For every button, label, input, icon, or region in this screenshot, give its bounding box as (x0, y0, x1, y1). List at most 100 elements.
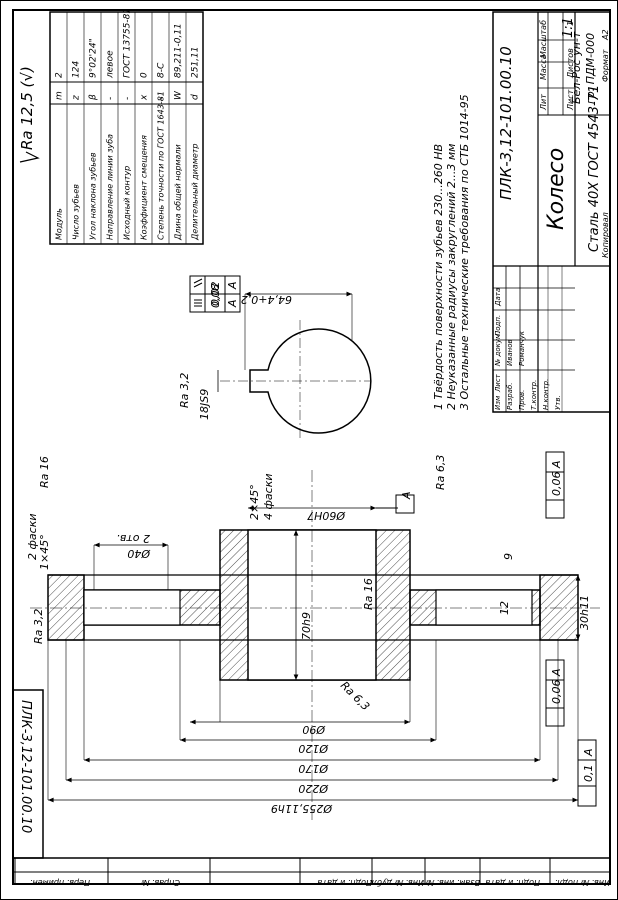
param-symbol: x (140, 94, 150, 101)
general-roughness: Ra 12,5 (√) (18, 66, 40, 163)
runout1-value: 0,06 (550, 472, 563, 497)
rotated-designation-text: ПЛК-3,12-101.00.10 (18, 700, 33, 833)
param-symbol: - (157, 97, 167, 100)
title-format-value: A2 (601, 29, 610, 41)
tech-req-2: 2 Неуказанные радиусы закруглений 2...3 … (445, 144, 458, 410)
dim-d-outer: Ø255,11h9 (271, 802, 333, 815)
param-value: 124 (72, 61, 82, 78)
general-roughness-text: Ra 12,5 (√) (18, 66, 36, 150)
ra-rim: Ra 3,2 (32, 609, 45, 644)
title-material: Сталь 40Х ГОСТ 4543-71 (587, 85, 602, 252)
runout-frames: A A 0,06 A 0,06 A 0,1 (376, 451, 597, 807)
ra-hub: Ra 16 (362, 578, 375, 610)
param-value: 89,211-0,11 (174, 23, 184, 78)
runout2-ref: A (550, 668, 563, 677)
tol-par-value: 0,02 (209, 282, 222, 307)
tol-sym-ref: A (226, 299, 239, 308)
dim-chamfer-2: 2×45° (248, 484, 261, 520)
tb-sign: Лист (494, 373, 502, 393)
title-designation: ПЛК-3,12-101.00.10 (497, 46, 515, 200)
tech-req-3: 3 Остальные технические требования по СТ… (458, 94, 471, 410)
param-value: ГОСТ 13755-81 (123, 8, 133, 78)
dim-web-12: 12 (498, 601, 511, 615)
ra-key: Ra 3,2 (178, 373, 191, 408)
ra-bore: Ra 6,3 (434, 455, 447, 490)
runout1-ref: A (550, 460, 563, 469)
param-name: Длина общей нормали (174, 144, 183, 241)
param-value: 251,11 (191, 47, 201, 79)
param-symbol: m (55, 91, 65, 100)
runout3-ref: A (582, 748, 595, 757)
tb-role: Н.контр. (542, 379, 550, 410)
tb-role: Пров. (518, 390, 526, 410)
keyway-section: 64,4+0,2 18JS9 Ra 3,2 0,02 A 0,08 A (178, 275, 372, 440)
strip-vzam-inv: Взам. инв. № (426, 878, 480, 887)
param-name: Направление линии зуба (106, 134, 115, 240)
title-col-scale: Масштаб (539, 20, 548, 58)
dim-hub-len: 70h9 (300, 612, 313, 640)
strip-podp-data-1: Подп. и дата (317, 878, 372, 887)
diameter-dimensions: Ø255,11h9 Ø220 Ø170 Ø120 Ø90 (47, 640, 579, 815)
tb-sig: Подп. (494, 315, 502, 336)
title-sheet-count: 1 (566, 21, 575, 26)
tb-role: Разраб. (506, 382, 514, 410)
dim-d-120: Ø120 (298, 742, 329, 755)
strip-podp-data-2: Подп. и дата (485, 878, 540, 887)
technical-requirements: 1 Твёрдость поверхности зубьев 230...260… (432, 94, 471, 410)
tb-doc: № докум. (494, 331, 502, 367)
strip-perv-primen: Перв. примен. (30, 878, 90, 887)
strip-inv-podl: Инв. № подл. (555, 878, 610, 887)
param-value: 8-C (157, 62, 167, 78)
title-copied: Копировал (601, 212, 610, 258)
upper-dimensions: Ø60H7 Ø40 2 отв. 70h9 2×45° 4 фаски 1×45… (26, 474, 591, 680)
dim-d-90: Ø90 (302, 723, 326, 736)
runout3-value: 0,1 (582, 765, 595, 783)
dim-chamfer-2-label: 2 фаски (26, 514, 39, 560)
param-name: Модуль (55, 208, 64, 240)
param-value: 0 (140, 72, 150, 78)
tol-par-ref: A (226, 281, 239, 290)
param-symbol: W (174, 90, 184, 100)
param-value: 2 (55, 72, 65, 78)
dim-rim-width: 30h11 (578, 595, 591, 630)
title-part-name: Колесо (544, 148, 569, 230)
param-name: Исходный контур (123, 166, 132, 240)
tb-role: Утв. (554, 395, 562, 410)
dim-holes-count: 2 отв. (116, 532, 150, 545)
param-symbol: z (72, 95, 82, 101)
param-symbol: - (123, 97, 133, 100)
title-org-1: Бел-Рос ун-т (570, 31, 583, 104)
param-value: левое (106, 50, 116, 79)
param-name: Число зубьев (72, 184, 81, 240)
param-name: Делительный диаметр (191, 143, 200, 241)
title-block: ПЛК-3,12-101.00.10 Колесо Сталь 40Х ГОСТ… (492, 11, 611, 413)
tb-doc: Иванов (506, 339, 514, 366)
datum-label: A (400, 491, 413, 500)
tb-role: Изм (494, 395, 502, 410)
strip-inv-dubl: Инв. № дубл. (369, 878, 424, 887)
title-sheet-label: Лист (566, 89, 575, 111)
title-col-lit: Лит (539, 94, 548, 111)
rotated-designation: ПЛК-3,12-101.00.10 (12, 689, 44, 859)
tb-role: Т.контр. (530, 380, 538, 410)
param-symbol: β (89, 94, 99, 101)
param-name: Коэффициент смещения (140, 135, 149, 240)
tol-sym-value: 0,08 (209, 284, 222, 309)
runout2-value: 0,06 (550, 680, 563, 705)
tb-date: Дата (494, 288, 502, 307)
title-org-2: гр. ПДМ-000 (584, 33, 597, 104)
tech-req-1: 1 Твёрдость поверхности зубьев 230...260… (432, 144, 445, 410)
dim-bore: Ø60H7 (307, 509, 346, 522)
param-name: Степень точности по ГОСТ 1643-81 (157, 91, 166, 240)
param-name: Угол наклона зубьев (89, 152, 98, 240)
dim-web-9: 9 (502, 553, 515, 560)
side-strip: Инв. № подл. Подп. и дата Взам. инв. № И… (13, 857, 610, 887)
param-value: 9°02'24" (89, 38, 99, 78)
title-col-mass: Масса (539, 54, 548, 80)
dim-keyway-width: 18JS9 (198, 389, 211, 420)
dim-keyway-depth: 64,4+0,2 (241, 293, 292, 306)
dim-chamfer-1: 1×45° (38, 534, 51, 570)
param-symbol: - (106, 97, 116, 100)
